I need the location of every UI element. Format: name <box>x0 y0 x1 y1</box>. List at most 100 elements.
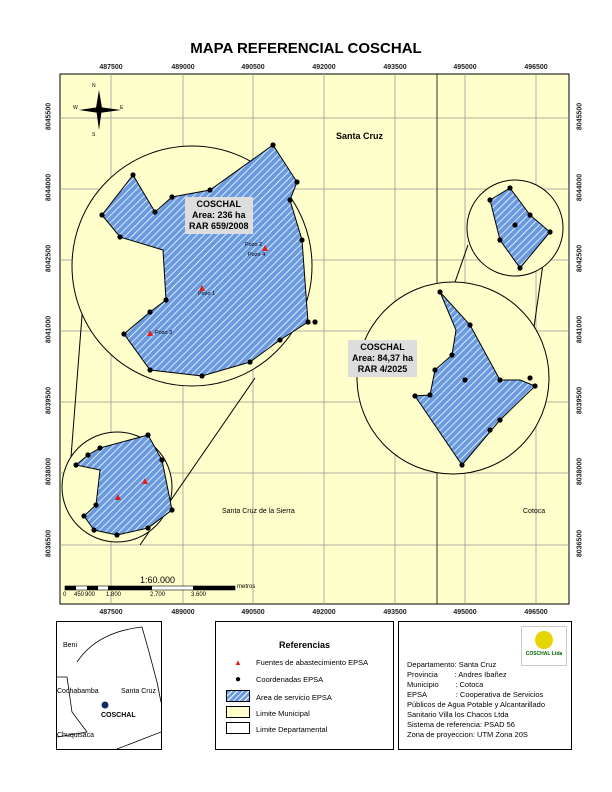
x-tick-label: 490500 <box>241 609 265 616</box>
legend: Referencias ▲ Fuentes de abastecimiento E… <box>215 621 394 750</box>
epsa-coordinate-point <box>287 197 293 203</box>
epsa-coordinate-point <box>449 352 455 358</box>
scale-ratio: 1:60.000 <box>140 575 176 585</box>
scale-label: 900 <box>85 592 96 598</box>
epsa-coordinate-point <box>312 319 318 325</box>
well-label: Pozo 3 <box>155 330 173 336</box>
epsa-coordinate-point <box>467 322 473 328</box>
epsa-coordinate-point <box>99 212 105 218</box>
x-tick-label: 489000 <box>171 64 195 71</box>
info-line: Municipio : Cotoca <box>407 680 484 689</box>
y-tick-label: 8039500 <box>576 386 584 415</box>
dot-icon: ● <box>234 674 242 685</box>
x-tick-label: 489000 <box>171 609 195 616</box>
y-tick-label: 8041000 <box>45 315 53 344</box>
triangle-icon: ▲ <box>234 658 242 667</box>
x-tick-label: 493500 <box>383 64 407 71</box>
callout-area: Area: 84,37 ha <box>352 353 414 363</box>
epsa-coordinate-point <box>427 392 433 398</box>
scale-label: 2.700 <box>150 592 166 598</box>
epsa-coordinate-point <box>462 377 468 383</box>
callout-rar: RAR 4/2025 <box>357 364 408 374</box>
inset-coschal: COSCHAL <box>101 712 136 719</box>
epsa-coordinate-point <box>270 142 276 148</box>
callout-name: COSCHAL <box>360 342 405 352</box>
y-tick-label: 8044000 <box>45 173 53 202</box>
scale-unit: metros <box>237 584 256 590</box>
service-area-1 <box>101 144 309 377</box>
y-tick-label: 8036500 <box>576 529 584 558</box>
label-santa-cruz: Santa Cruz <box>336 131 384 141</box>
x-tick-label: 492000 <box>312 609 336 616</box>
well-label: Pozo 1 <box>198 291 216 297</box>
epsa-coordinate-point <box>432 367 438 373</box>
epsa-coordinate-point <box>169 507 175 513</box>
well-label: Pozo 4 <box>248 252 266 258</box>
municipal-swatch <box>224 706 252 720</box>
inset-beni: Beni <box>63 642 78 649</box>
legend-item: Area de servicio EPSA <box>224 690 332 704</box>
scale-label: 1.800 <box>106 592 122 598</box>
scale-label: 0 <box>63 592 67 598</box>
epsa-coordinate-point <box>91 527 97 533</box>
epsa-coordinate-point <box>147 367 153 373</box>
epsa-coordinate-point <box>487 197 493 203</box>
logo-text: COSCHAL Ltda <box>525 651 563 657</box>
epsa-coordinate-point <box>247 359 253 365</box>
epsa-coordinate-point <box>199 373 205 379</box>
legend-item: Limite Departamental <box>224 722 327 736</box>
legend-label: Fuentes de abastecimiento EPSA <box>256 658 369 667</box>
y-tick-label: 8045500 <box>45 102 53 131</box>
epsa-coordinate-point <box>73 462 79 468</box>
scale-label: 450 <box>74 592 85 598</box>
epsa-coordinate-point <box>152 209 158 215</box>
x-tick-label: 496500 <box>524 64 548 71</box>
epsa-coordinate-point <box>412 393 418 399</box>
info-line: Sanitario Villa los Chacos Ltda <box>407 710 509 719</box>
epsa-coordinate-point <box>512 222 518 228</box>
legend-item: ▲ Fuentes de abastecimiento EPSA <box>224 658 368 667</box>
epsa-coordinate-point <box>527 212 533 218</box>
epsa-coordinate-point <box>305 319 311 325</box>
x-tick-label: 487500 <box>99 64 123 71</box>
epsa-coordinate-point <box>145 525 151 531</box>
epsa-coordinate-point <box>121 331 127 337</box>
epsa-coordinate-point <box>532 383 538 389</box>
location-inset: Beni Cochabamba Santa Cruz COSCHAL Chuqu… <box>56 621 162 750</box>
epsa-coordinate-point <box>81 513 87 519</box>
epsa-coordinate-point <box>163 297 169 303</box>
coschal-logo: COSCHAL Ltda <box>521 626 567 666</box>
departmental-swatch <box>224 722 252 736</box>
x-tick-label: 493500 <box>383 609 407 616</box>
epsa-coordinate-point <box>517 265 523 271</box>
y-tick-label: 8041000 <box>576 315 584 344</box>
compass-s: S <box>92 132 96 138</box>
epsa-coordinate-point <box>114 532 120 538</box>
epsa-coordinate-point <box>497 377 503 383</box>
epsa-coordinate-point <box>277 337 283 343</box>
legend-label: Area de servicio EPSA <box>256 692 332 702</box>
epsa-coordinate-point <box>145 432 151 438</box>
label-cotoca: Cotoca <box>523 508 546 515</box>
y-tick-label: 8044000 <box>576 173 584 202</box>
x-tick-label: 492000 <box>312 64 336 71</box>
info-line: Departamento: Santa Cruz <box>407 660 497 669</box>
callout-name: COSCHAL <box>196 199 242 209</box>
scale-label: 3.600 <box>191 592 207 598</box>
epsa-coordinate-point <box>159 457 165 463</box>
epsa-coordinate-point <box>547 229 553 235</box>
y-tick-label: 8038000 <box>576 457 584 486</box>
y-tick-label: 8042500 <box>45 244 53 273</box>
label-santa-cruz-sierra: Santa Cruz de la Sierra <box>222 508 295 515</box>
compass-n: N <box>92 83 96 89</box>
x-tick-label: 495000 <box>453 609 477 616</box>
map-title: MAPA REFERENCIAL COSCHAL <box>190 40 422 57</box>
info-zone: Zona de proyeccion: UTM Zona 20S <box>407 730 528 739</box>
legend-title: Referencias <box>278 640 331 650</box>
y-tick-label: 8045500 <box>576 102 584 131</box>
callout-area: Area: 236 ha <box>192 210 246 220</box>
